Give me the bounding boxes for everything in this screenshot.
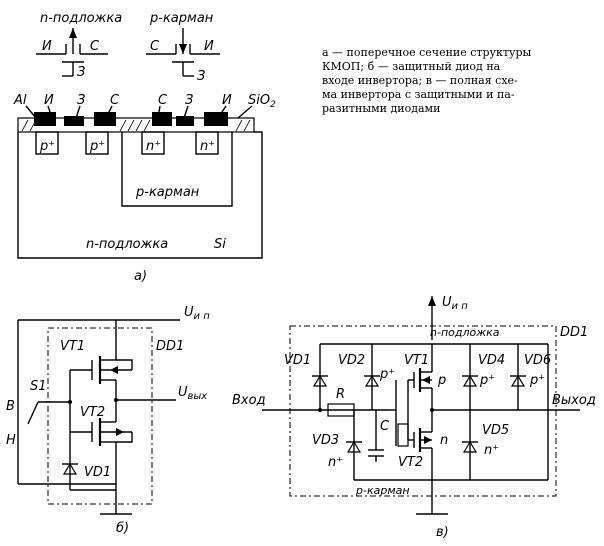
vd6-diode-c bbox=[510, 374, 526, 387]
svg-text:З: З bbox=[77, 93, 85, 108]
caption: а — поперечное сечение структуры КМОП; б… bbox=[322, 46, 531, 115]
caption-line-4: ма инвертора с защитными и па- bbox=[322, 88, 515, 101]
svg-text:И: И bbox=[222, 93, 232, 108]
b-supply-label: Uи п bbox=[184, 305, 210, 322]
c-output-label: Выход bbox=[552, 393, 596, 408]
p-sym-gate-z: З bbox=[77, 65, 85, 80]
b-vd1-label: VD1 bbox=[84, 465, 111, 480]
svg-text:З: З bbox=[185, 93, 193, 108]
c-vt1-p: p bbox=[437, 373, 446, 388]
c-vd1-label: VD1 bbox=[284, 353, 311, 368]
b-h-label: Н bbox=[6, 433, 16, 448]
p-plus-1: p⁺ bbox=[39, 139, 55, 154]
switch-s1 bbox=[27, 401, 39, 425]
n-sym-source-i: И bbox=[204, 39, 214, 54]
si-label: Si bbox=[214, 237, 226, 252]
c-p-well-label: p-карман bbox=[355, 484, 410, 497]
n-sym-gate-z: З bbox=[197, 69, 205, 84]
panel-a-label: а) bbox=[134, 269, 147, 284]
caption-line-2: КМОП; б — защитный диод на bbox=[322, 60, 501, 73]
vd2-diode-c bbox=[364, 374, 380, 387]
p-sym-source-i: И bbox=[42, 39, 52, 54]
p-well-top-label: p-карман bbox=[149, 11, 214, 26]
n-plus-1: n⁺ bbox=[146, 139, 161, 154]
metal-contacts bbox=[34, 112, 228, 126]
dd1-box-c bbox=[289, 325, 557, 497]
svg-text:С: С bbox=[158, 93, 168, 108]
c-vd5-n-plus: n⁺ bbox=[484, 443, 499, 458]
vt2-transistor-b bbox=[91, 418, 133, 446]
b-vt2-label: VT2 bbox=[80, 405, 105, 420]
vd4-diode-c bbox=[462, 374, 478, 387]
caption-line-3: входе инвертора; в — полная схе- bbox=[322, 74, 518, 87]
p-plus-2: p⁺ bbox=[89, 139, 105, 154]
n-substrate-top-label: n-подложка bbox=[40, 11, 122, 26]
vt1-transistor-c bbox=[413, 368, 432, 392]
b-output-label: Uвых bbox=[178, 385, 207, 402]
vt1-transistor-b bbox=[91, 356, 133, 384]
c-input-label: Вход bbox=[232, 393, 266, 408]
c-vd3-n-plus: n⁺ bbox=[328, 455, 343, 470]
b-dd1-label: DD1 bbox=[156, 339, 184, 354]
panel-c-label: в) bbox=[436, 525, 449, 540]
figure-a-cross-section: n-подложка p-карман И С З С bbox=[13, 11, 276, 284]
substrate: p⁺ p⁺ n⁺ n⁺ p-карман n-подложка Si bbox=[17, 131, 263, 259]
vd3-diode-c bbox=[346, 440, 362, 453]
p-sym-drain-s: С bbox=[90, 39, 100, 54]
n-channel-symbol bbox=[146, 28, 220, 77]
c-supply-label: Uи п bbox=[442, 295, 468, 312]
c-vd4-label: VD4 bbox=[478, 353, 505, 368]
c-vd3-label: VD3 bbox=[312, 433, 339, 448]
n-sym-drain-s: С bbox=[150, 39, 160, 54]
figure-c-full-inverter: Uи п n-подложка DD1 Вход R VD1 VD2 p⁺ bbox=[232, 295, 596, 540]
caption-line-5: разитными диодами bbox=[322, 102, 440, 115]
svg-text:С: С bbox=[110, 93, 120, 108]
figure-b-protective-diode: Uи п DD1 VT1 VT2 Uвых bbox=[6, 305, 210, 536]
c-dd1-label: DD1 bbox=[560, 325, 588, 340]
c-vd2-label: VD2 bbox=[338, 353, 365, 368]
c-vt2-n: n bbox=[440, 433, 448, 448]
c-vd2-p-plus: p⁺ bbox=[379, 367, 395, 382]
c-vt1-label: VT1 bbox=[404, 353, 429, 368]
c-vd5-label: VD5 bbox=[482, 423, 509, 438]
b-s1-label: S1 bbox=[30, 379, 47, 394]
n-plus-2: n⁺ bbox=[200, 139, 215, 154]
c-vd6-label: VD6 bbox=[524, 353, 551, 368]
c-vd4-p-plus: p⁺ bbox=[479, 373, 495, 388]
vd1-diode-c bbox=[312, 374, 328, 387]
c-vt2-label: VT2 bbox=[398, 455, 423, 470]
oxide-layer bbox=[17, 117, 255, 133]
contact-labels: И З С С З И bbox=[44, 93, 232, 108]
al-label: Al bbox=[13, 93, 27, 108]
c-vd6-p-plus: p⁺ bbox=[529, 373, 545, 388]
vd1-diode-b bbox=[62, 462, 78, 475]
caption-line-1: а — поперечное сечение структуры bbox=[322, 46, 531, 59]
vt2-transistor-c bbox=[413, 428, 432, 452]
b-b-label: В bbox=[6, 399, 15, 414]
c-r-label: R bbox=[336, 387, 345, 402]
vd5-diode-c bbox=[462, 440, 478, 453]
p-channel-symbol bbox=[36, 28, 108, 77]
sio2-label: SiO2 bbox=[248, 93, 276, 110]
svg-text:И: И bbox=[44, 93, 54, 108]
c-c-label: C bbox=[380, 419, 390, 434]
c-n-substrate-label: n-подложка bbox=[430, 326, 500, 339]
dd1-box-b bbox=[47, 327, 153, 505]
n-substrate-label: n-подложка bbox=[86, 237, 168, 252]
b-vt1-label: VT1 bbox=[60, 339, 85, 354]
p-well-label: p-карман bbox=[135, 185, 200, 200]
panel-b-label: б) bbox=[116, 521, 129, 536]
